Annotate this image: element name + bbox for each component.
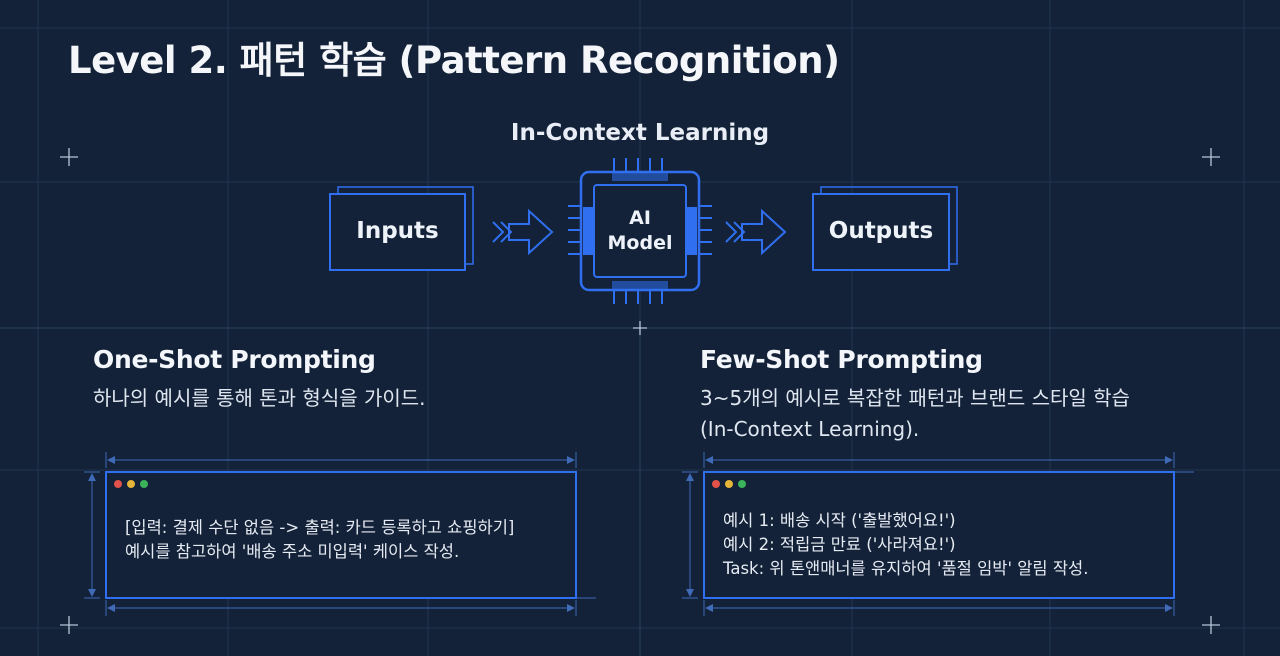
few-shot-description: 3~5개의 예시로 복잡한 패턴과 브랜드 스타일 학습 (In-Context… (700, 383, 1130, 445)
one-shot-description: 하나의 예시를 통해 톤과 형식을 가이드. (93, 386, 426, 410)
close-dot-icon (114, 480, 122, 488)
ai-model-label-line: AI (629, 207, 651, 229)
description-line: 3~5개의 예시로 복잡한 패턴과 브랜드 스타일 학습 (700, 386, 1130, 410)
one-shot-code-window (105, 471, 577, 599)
few-shot-code-window (703, 471, 1175, 599)
window-controls (712, 480, 746, 488)
outputs-box (812, 186, 958, 271)
outputs-label: Outputs (828, 218, 934, 244)
arrow-right-icon (492, 208, 554, 256)
close-dot-icon (712, 480, 720, 488)
minimize-dot-icon (725, 480, 733, 488)
one-shot-dimension-lines (84, 452, 596, 616)
few-shot-code-text: 예시 1: 배송 시작 ('출발했어요!') 예시 2: 적립금 만료 ('사라… (723, 509, 1088, 581)
window-controls (114, 480, 148, 488)
minimize-dot-icon (127, 480, 135, 488)
code-line: Task: 위 톤앤매너를 유지하여 '품절 임박' 알림 작성. (723, 559, 1089, 578)
code-line: 예시 1: 배송 시작 ('출발했어요!') (723, 511, 956, 530)
one-shot-code-text: [입력: 결제 수단 없음 -> 출력: 카드 등록하고 쇼핑하기] 예시를 참… (125, 516, 514, 564)
inputs-box (329, 186, 474, 271)
page-title: Level 2. 패턴 학습 (Pattern Recognition) (68, 39, 840, 82)
code-line: [입력: 결제 수단 없음 -> 출력: 카드 등록하고 쇼핑하기] (125, 518, 515, 537)
code-line: 예시 2: 적립금 만료 ('사라져요!') (723, 535, 956, 554)
code-line: 예시를 참고하여 '배송 주소 미입력' 케이스 작성. (125, 542, 460, 561)
ai-model-label: AI Model (594, 206, 686, 256)
one-shot-heading: One-Shot Prompting (93, 345, 376, 374)
maximize-dot-icon (738, 480, 746, 488)
description-line: (In-Context Learning). (700, 417, 920, 441)
crosshair-marks (60, 148, 1220, 634)
arrow-right-icon (725, 208, 787, 256)
in-context-learning-caption: In-Context Learning (510, 120, 770, 146)
few-shot-dimension-lines (682, 452, 1194, 616)
maximize-dot-icon (140, 480, 148, 488)
few-shot-heading: Few-Shot Prompting (700, 345, 983, 374)
ai-model-label-line: Model (607, 232, 673, 254)
ai-chip-icon (568, 158, 712, 304)
inputs-label: Inputs (356, 218, 439, 244)
